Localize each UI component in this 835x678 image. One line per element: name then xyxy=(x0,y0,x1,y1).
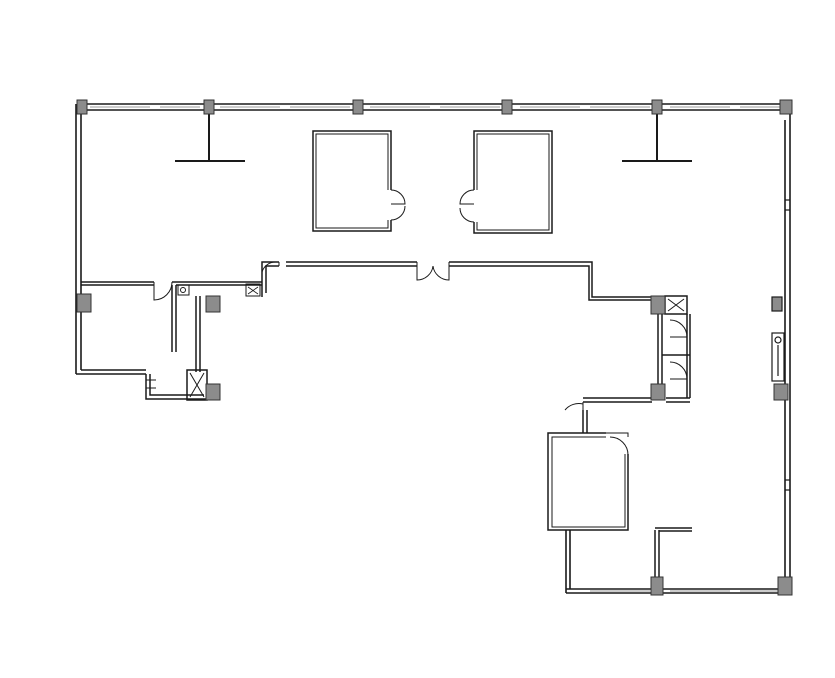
stall-box xyxy=(245,283,261,297)
lower-corridor-door xyxy=(564,402,584,411)
sink-fixture xyxy=(177,284,190,296)
column xyxy=(650,295,666,315)
conf-room-1-walls-inner xyxy=(315,133,389,229)
left-wing-upper-wall xyxy=(81,281,154,286)
left-wing-partition xyxy=(171,285,177,352)
east-fixture xyxy=(771,332,785,382)
column xyxy=(352,99,364,115)
left-wing-rooms xyxy=(76,281,262,401)
corridor-left-door xyxy=(261,261,280,273)
left-wing-partition-2 xyxy=(195,296,201,372)
east-wall-marks xyxy=(785,199,790,491)
east-wall xyxy=(784,104,791,593)
window-marks xyxy=(90,106,780,592)
core-lower-wall xyxy=(583,397,690,403)
core-right-wall xyxy=(686,314,691,398)
conf-room-2-door xyxy=(459,189,475,223)
lower-office-top-stub xyxy=(655,527,692,532)
conference-room-1 xyxy=(312,130,406,232)
left-wing-lower-wall xyxy=(76,369,146,375)
display-wall-right xyxy=(622,112,692,162)
left-wing-upper-wall-2 xyxy=(172,281,262,286)
lower-office-walls xyxy=(547,432,629,531)
north-wall xyxy=(79,103,789,111)
column xyxy=(777,576,793,596)
structural-columns xyxy=(76,99,793,596)
core-shaft-cross xyxy=(667,298,685,312)
sink-basin xyxy=(180,287,186,293)
column xyxy=(205,295,221,313)
column xyxy=(651,99,663,115)
display-walls xyxy=(175,112,692,162)
stall-box-diag xyxy=(247,286,259,295)
conf-room-1-walls xyxy=(312,130,392,232)
shaft-box-cross xyxy=(189,372,205,398)
column xyxy=(76,293,92,313)
lower-office-door xyxy=(606,432,629,456)
column xyxy=(76,99,88,115)
east-column-notch xyxy=(771,296,783,312)
display-wall-left xyxy=(175,112,245,162)
column xyxy=(203,99,215,115)
column xyxy=(650,383,666,401)
conf-room-1-door xyxy=(390,189,406,221)
west-wall xyxy=(75,104,82,374)
south-wall xyxy=(566,588,790,594)
east-wall-details xyxy=(771,199,790,491)
column xyxy=(205,383,221,401)
left-office-door xyxy=(153,281,173,301)
lower-office-walls-inner xyxy=(551,436,626,528)
left-wing-lower-wall-2 xyxy=(145,374,206,400)
lower-corridor-wall xyxy=(582,410,588,433)
core-door-2 xyxy=(669,361,688,380)
column xyxy=(773,383,789,401)
core-door-1 xyxy=(669,319,688,338)
column xyxy=(779,99,793,115)
conference-room-2 xyxy=(459,130,553,234)
corridor-double-door xyxy=(416,262,450,281)
right-core xyxy=(564,295,691,433)
column xyxy=(501,99,513,115)
conf-room-2-walls xyxy=(473,130,553,234)
south-wing-west-wall xyxy=(565,530,571,593)
small-door-mark xyxy=(146,379,156,389)
conf-room-2-walls-inner xyxy=(476,133,550,231)
exterior-walls xyxy=(75,103,791,594)
east-fixture-circle xyxy=(774,336,782,344)
column xyxy=(650,576,664,596)
